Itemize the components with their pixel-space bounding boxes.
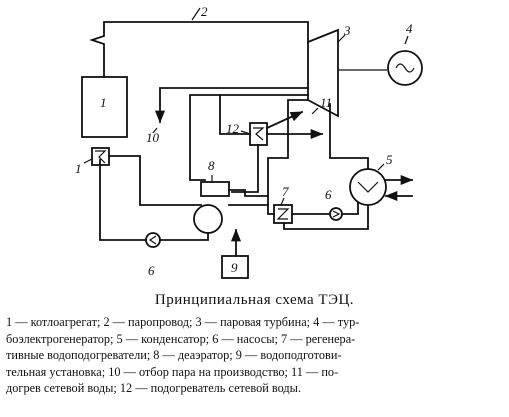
figure-legend: 1 — котлоагрегат; 2 — паропровод; 3 — па… <box>6 314 503 397</box>
label-5: 5 <box>386 152 393 167</box>
deaerator <box>193 175 230 234</box>
legend-line: боэлектрогенератор; 5 — конденсатор; 6 —… <box>6 331 356 346</box>
label-12: 12 <box>226 121 240 136</box>
figure-title: Принципиальная схема ТЭЦ. <box>154 292 355 308</box>
label-6-feed: 6 <box>148 263 155 278</box>
thermal-power-plant-diagram: 1 1 2 3 4 5 6 6 7 8 9 10 11 12 <box>75 4 423 279</box>
legend-line: догрев сетевой воды; 12 — подогреватель … <box>6 381 302 395</box>
label-9: 9 <box>231 260 238 275</box>
legend-line: 1 — котлоагрегат; 2 — паропровод; 3 — па… <box>6 315 360 329</box>
condenser <box>349 163 414 206</box>
legend-line: тивные водоподогреватели; 8 — деаэратор;… <box>6 348 342 362</box>
turbogenerator <box>387 35 423 86</box>
steam-turbine <box>307 28 339 118</box>
label-2: 2 <box>201 4 208 19</box>
label-1: 1 <box>100 95 107 110</box>
process-steam-extraction <box>152 87 309 134</box>
network-water-heating <box>265 107 324 140</box>
feed-water-preheater <box>83 147 110 166</box>
condensate-pump <box>329 207 343 221</box>
label-7: 7 <box>282 184 289 199</box>
steam-pipeline <box>89 7 309 78</box>
label-10: 10 <box>146 130 160 145</box>
label-3: 3 <box>343 23 351 38</box>
regenerative-heater <box>273 197 293 224</box>
label-8: 8 <box>208 158 215 173</box>
water-treatment-plant <box>221 228 249 279</box>
feed-pump <box>99 159 209 248</box>
label-4: 4 <box>406 21 413 36</box>
label-1-secondary: 1 <box>75 161 82 176</box>
label-11: 11 <box>320 95 332 110</box>
legend-line: тельная установка; 10 — отбор пара на пр… <box>6 364 339 379</box>
label-6-condensate: 6 <box>325 187 332 202</box>
